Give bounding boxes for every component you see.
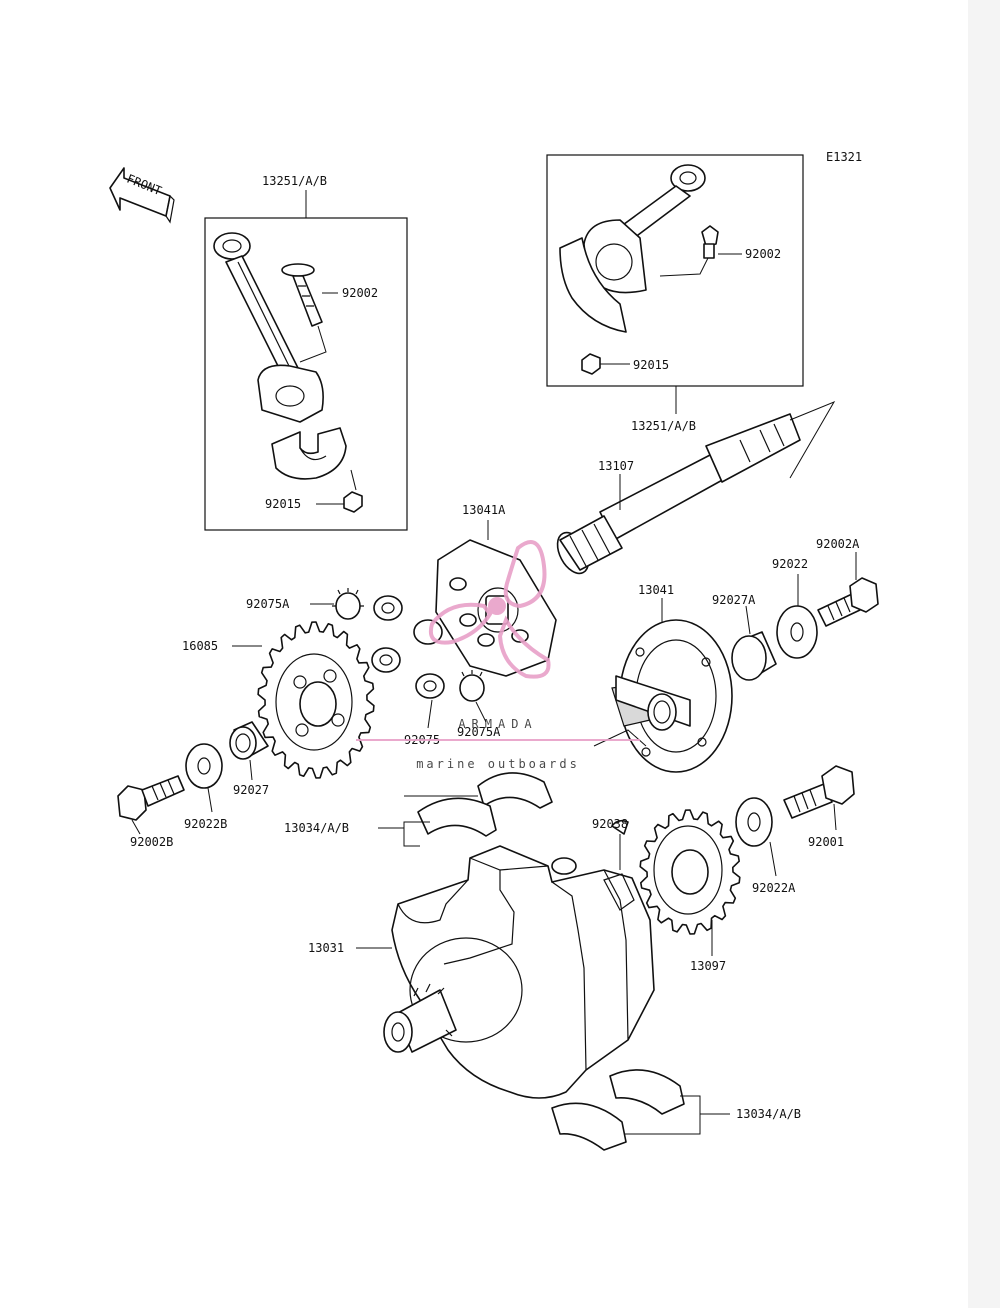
label-crankshaft: 13031 [308,941,344,955]
output-shaft: 13107 [556,400,836,575]
conrod-box-right: 92002 92015 13251/A/B [546,154,804,433]
gear-carrier: 13041A [435,503,557,677]
label-sprocket: 16085 [182,639,218,653]
watermark-tagline: marine outboards [416,757,580,771]
label-collar-92027: 92027 [233,783,269,797]
page-edge [968,0,1000,1308]
label-gear-hub: 13041 [638,583,674,597]
label-conrod-assy-left: 13251/A/B [262,174,327,188]
rod-bolt-right: 92002 [659,225,781,277]
label-nut-left: 92015 [265,497,301,511]
rod-nut-right: 92015 [581,353,669,375]
front-arrow-icon: FRONT [109,167,175,224]
crankshaft: 13031 [308,845,655,1099]
rod-cap-right [559,237,627,333]
label-pinion-92075a-lower: 92075A [457,725,501,739]
label-bolt-92001: 92001 [808,835,844,849]
gear-13097: 13097 [639,809,741,973]
pinion-92075a-upper: 92075A [246,588,364,620]
label-bolt-92002a: 92002A [816,537,860,551]
rod-cap-left [271,427,347,480]
label-shaft: 13107 [598,459,634,473]
label-bearing-upper: 13034/A/B [284,821,349,835]
bolt-92001: 92001 [783,765,855,849]
label-key: 92038 [592,817,628,831]
washer-92022: 92022 [772,557,818,659]
watermark-brand: ARMADA [458,717,537,731]
label-washer-92022a: 92022A [752,881,796,895]
bolt-92002b: 92002B [117,775,185,849]
label-bolt-right: 92002 [745,247,781,261]
bearing-shells-lower: 13034/A/B [551,1069,801,1151]
collar-92027: 92027 [229,721,269,797]
label-collar-92027a: 92027A [712,593,756,607]
bearing-shells-upper: 13034/A/B [284,772,553,847]
figure-code: E1321 [826,150,862,164]
rod-bolt-left: 92002 [281,263,378,363]
label-washer-92022b: 92022B [184,817,227,831]
spacer-collars [371,595,445,699]
label-bearing-lower: 13034/A/B [736,1107,801,1121]
connecting-rod-left [213,232,324,423]
washer-92022a: 92022A [735,797,796,895]
woodruff-key: 92038 [592,817,629,870]
bolt-92002a: 92002A [816,537,879,627]
label-gear-13097: 13097 [690,959,726,973]
label-conrod-assy-right: 13251/A/B [631,419,696,433]
conrod-box-right-frame [546,154,804,387]
gear-hub: 13041 [593,583,733,773]
label-pinion-92075a-upper: 92075A [246,597,290,611]
connecting-rod-right [583,164,706,294]
label-bolt-92002b: 92002B [130,835,173,849]
conrod-box-left: 13251/A/B 92002 9201 [204,174,408,531]
sprocket: 16085 [182,621,375,779]
pinion-92075a-lower: 92075A [457,670,501,739]
washer-92022b: 92022B [184,743,227,831]
rod-nut-left: 92015 [265,469,363,513]
label-bolt-left: 92002 [342,286,378,300]
label-washer-92022: 92022 [772,557,808,571]
armada-watermark-logo: ARMADA marine outboards [356,540,640,771]
collar-92027a: 92027A [712,593,777,681]
label-nut-right: 92015 [633,358,669,372]
label-gear-carrier: 13041A [462,503,506,517]
